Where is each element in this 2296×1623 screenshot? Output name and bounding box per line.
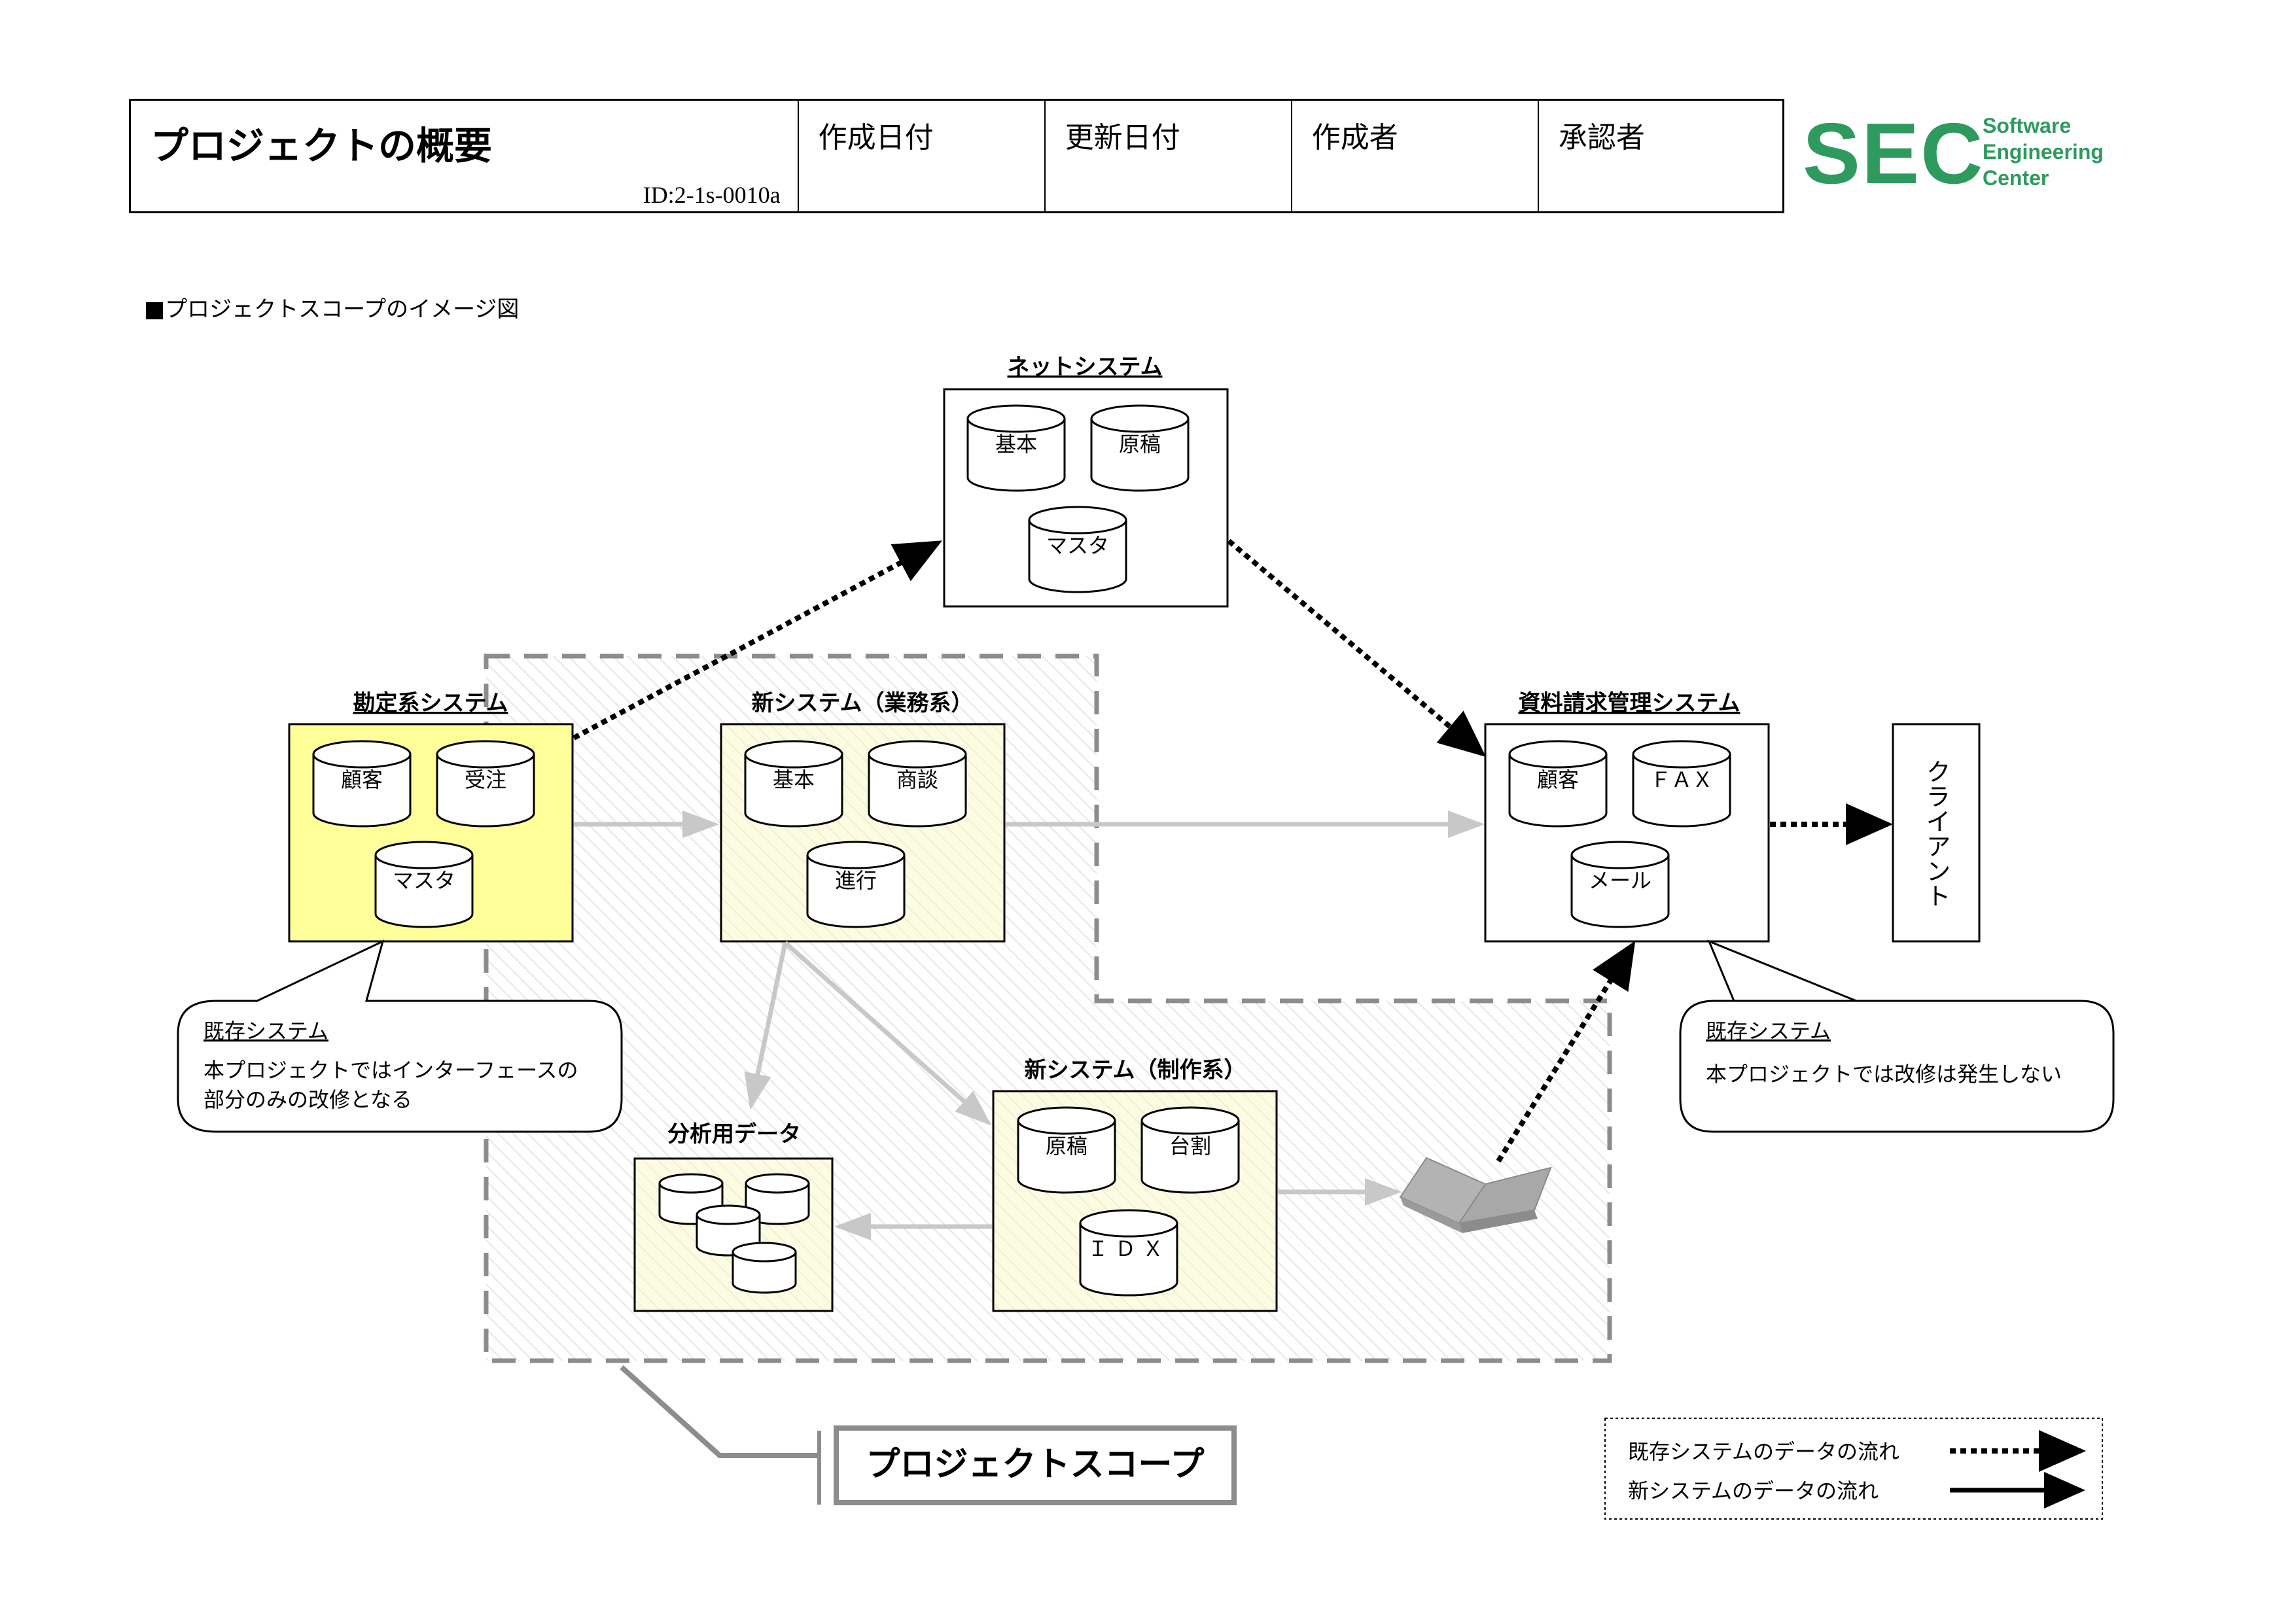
sec-logo-line-1: Software [1983,114,2072,137]
production-db-manuscript-label: 原稿 [1046,1134,1087,1159]
right-callout-line-1: 本プロジェクトでは改修は発生しない [1706,1062,2062,1087]
new-business-db-negotiation-label: 商談 [896,767,938,792]
production-db-idx-label: ＩＤＸ [1087,1236,1170,1261]
left-callout-bubble [177,939,623,1133]
accounting-db-order-label: 受注 [465,767,506,792]
sec-logo-mark: SEC [1803,105,1985,201]
right-callout-title: 既存システム [1706,1019,1831,1043]
header-author-label: 作成者 [1311,121,1398,154]
header-created-date: 作成日付 [799,101,1046,211]
flow-net-to-request [1227,538,1487,758]
production-db-layout-label: 台割 [1169,1134,1211,1159]
left-callout-title: 既存システム [203,1019,328,1043]
header-updated-date: 更新日付 [1046,101,1292,211]
sec-logo-text: Software Engineering Center [1983,113,2104,191]
client-label: クライアント [1922,759,1951,908]
scope-label-box [834,1425,1237,1505]
request-mgmt-system-title: 資料請求管理システム [1519,690,1740,716]
document-id: ID:2-1s-0010a [643,182,781,208]
page-title: プロジェクトの概要 [150,124,493,168]
left-callout-line-2: 部分のみの改修となる [203,1087,412,1112]
sec-logo-line-3: Center [1983,166,2049,190]
net-db-basic-label: 基本 [995,432,1037,457]
accounting-db-customer-label: 顧客 [341,767,383,792]
request-db-fax-label: ＦＡＸ [1650,767,1713,792]
new-business-system-title: 新システム（業務系） [752,690,974,716]
left-callout-line-1: 本プロジェクトではインターフェースの [203,1058,578,1083]
book-icon [1399,1157,1552,1233]
scope-label: プロジェクトスコープ [866,1445,1205,1484]
net-db-manuscript-label: 原稿 [1119,432,1161,457]
accounting-db-master-label: マスタ [393,868,455,893]
right-callout-bubble [1679,939,2115,1133]
legend-new-label: 新システムのデータの流れ [1628,1478,1879,1503]
client-box [1892,723,1981,943]
new-business-db-basic-label: 基本 [773,767,815,792]
legend-box [1604,1418,2103,1520]
net-db-master-label: マスタ [1046,533,1109,558]
analysis-db-4-icon [732,1242,797,1294]
header-updated-date-label: 更新日付 [1065,121,1180,154]
header-approver-label: 承認者 [1558,121,1645,154]
header-title-cell: プロジェクトの概要 ID:2-1s-0010a [131,101,799,211]
sec-logo-line-2: Engineering [1983,140,2104,164]
new-production-system-title: 新システム（制作系） [1025,1057,1246,1083]
header-table: プロジェクトの概要 ID:2-1s-0010a 作成日付 更新日付 作成者 承認… [129,99,1784,213]
request-db-customer-label: 顧客 [1537,767,1579,792]
accounting-system-title: 勘定系システム [353,690,508,716]
net-system-title: ネットシステム [1008,354,1163,380]
header-approver: 承認者 [1539,101,1782,211]
flow-business-to-production [783,941,992,1126]
legend-existing-label: 既存システムのデータの流れ [1628,1439,1899,1464]
analysis-data-title: 分析用データ [667,1121,801,1147]
new-business-db-progress-label: 進行 [835,868,877,893]
header-created-date-label: 作成日付 [818,121,934,154]
section-heading: ■プロジェクトスコープのイメージ図 [144,296,520,323]
flow-book-to-request [1496,941,1636,1163]
scope-connector [620,1365,818,1458]
header-author: 作成者 [1292,101,1539,211]
flow-business-to-analysis [744,942,788,1110]
request-db-mail-label: メール [1589,868,1651,893]
